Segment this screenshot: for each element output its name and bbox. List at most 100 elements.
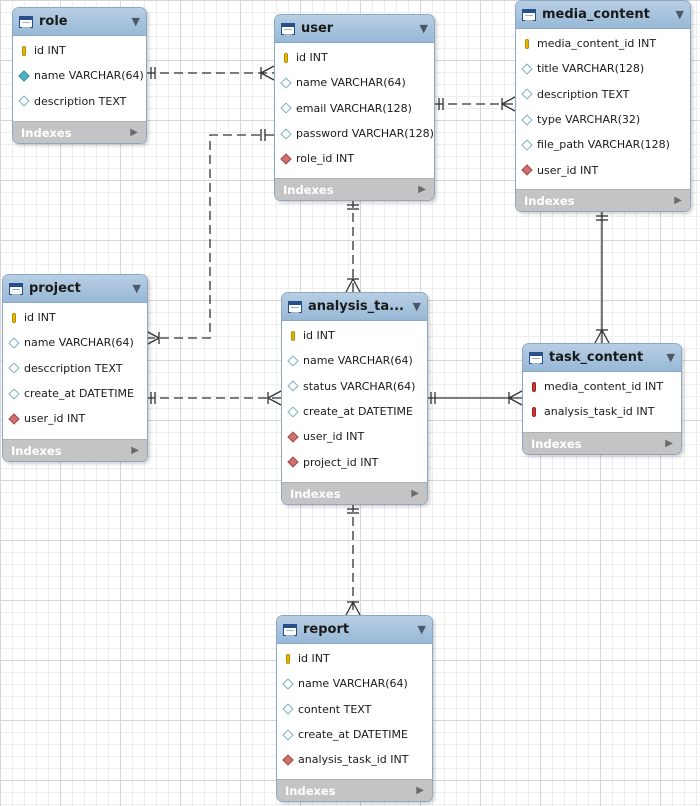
column-row[interactable]: name VARCHAR(64) bbox=[282, 348, 427, 373]
column-row[interactable]: name VARCHAR(64) bbox=[13, 63, 146, 88]
column-row[interactable]: id INT bbox=[282, 323, 427, 348]
column-row[interactable]: create_at DATETIME bbox=[3, 381, 147, 406]
column-icon bbox=[283, 730, 293, 740]
column-label: name VARCHAR(64) bbox=[298, 677, 408, 691]
expand-arrow-icon[interactable]: ▶ bbox=[416, 785, 424, 796]
indexes-footer[interactable]: Indexes ▶ bbox=[523, 432, 681, 454]
column-row[interactable]: name VARCHAR(64) bbox=[3, 330, 147, 355]
column-label: analysis_task_id INT bbox=[544, 405, 655, 419]
entity-analysis-task[interactable]: analysis_ta... ▼ id INT name VARCHAR(64)… bbox=[281, 292, 428, 505]
rel-analysis-task-report[interactable] bbox=[345, 503, 361, 616]
collapse-icon[interactable]: ▼ bbox=[131, 15, 140, 28]
collapse-icon[interactable]: ▼ bbox=[675, 8, 684, 21]
entity-header[interactable]: role ▼ bbox=[13, 8, 146, 36]
entity-header[interactable]: report ▼ bbox=[277, 616, 432, 644]
rel-user-media-content[interactable] bbox=[434, 96, 516, 112]
column-label: media_content_id INT bbox=[544, 380, 664, 394]
rel-user-analysis-task[interactable] bbox=[345, 199, 361, 293]
column-row[interactable]: create_at DATETIME bbox=[282, 399, 427, 424]
foreign-key-icon bbox=[288, 457, 298, 467]
rel-role-user[interactable] bbox=[146, 65, 275, 81]
column-icon bbox=[283, 704, 293, 714]
column-row[interactable]: file_path VARCHAR(128) bbox=[516, 132, 690, 157]
entity-title: role bbox=[39, 14, 68, 29]
column-row[interactable]: password VARCHAR(128) bbox=[275, 121, 434, 146]
column-row[interactable]: id INT bbox=[13, 38, 146, 63]
entity-title: task_content bbox=[549, 350, 644, 365]
primary-key-icon bbox=[283, 654, 293, 664]
column-label: description TEXT bbox=[537, 87, 630, 101]
entity-user[interactable]: user ▼ id INT name VARCHAR(64) email VAR… bbox=[274, 14, 435, 201]
column-row[interactable]: analysis_task_id INT bbox=[523, 399, 681, 424]
rel-analysis-task-task-content[interactable] bbox=[426, 390, 523, 406]
column-row[interactable]: id INT bbox=[277, 646, 432, 671]
column-row[interactable]: title VARCHAR(128) bbox=[516, 56, 690, 81]
column-row[interactable]: create_at DATETIME bbox=[277, 722, 432, 747]
indexes-footer[interactable]: Indexes ▶ bbox=[516, 189, 690, 211]
column-row[interactable]: user_id INT bbox=[516, 157, 690, 182]
collapse-icon[interactable]: ▼ bbox=[666, 351, 675, 364]
column-row[interactable]: user_id INT bbox=[282, 424, 427, 449]
indexes-footer[interactable]: Indexes ▶ bbox=[3, 439, 147, 461]
column-label: name VARCHAR(64) bbox=[296, 76, 406, 90]
column-row[interactable]: user_id INT bbox=[3, 406, 147, 431]
column-row[interactable]: media_content_id INT bbox=[516, 31, 690, 56]
column-row[interactable]: description TEXT bbox=[516, 82, 690, 107]
table-icon bbox=[522, 8, 536, 21]
entity-task-content[interactable]: task_content ▼ media_content_id INT anal… bbox=[522, 343, 682, 455]
entity-role[interactable]: role ▼ id INT name VARCHAR(64) descripti… bbox=[12, 7, 147, 144]
column-row[interactable]: analysis_task_id INT bbox=[277, 747, 432, 772]
column-row[interactable]: id INT bbox=[3, 305, 147, 330]
column-label: name VARCHAR(64) bbox=[34, 69, 144, 83]
collapse-icon[interactable]: ▼ bbox=[419, 22, 428, 35]
indexes-footer[interactable]: Indexes ▶ bbox=[282, 482, 427, 504]
indexes-footer[interactable]: Indexes ▶ bbox=[277, 779, 432, 801]
entity-header[interactable]: user ▼ bbox=[275, 15, 434, 43]
column-row[interactable]: role_id INT bbox=[275, 146, 434, 171]
entity-media-content[interactable]: media_content ▼ media_content_id INT tit… bbox=[515, 0, 691, 212]
column-row[interactable]: name VARCHAR(64) bbox=[277, 671, 432, 696]
column-label: type VARCHAR(32) bbox=[537, 113, 641, 127]
indexes-footer[interactable]: Indexes ▶ bbox=[275, 178, 434, 200]
foreign-key-icon bbox=[522, 165, 532, 175]
column-row[interactable]: content TEXT bbox=[277, 697, 432, 722]
column-label: user_id INT bbox=[537, 163, 599, 177]
column-row[interactable]: type VARCHAR(32) bbox=[516, 107, 690, 132]
column-label: user_id INT bbox=[24, 412, 86, 426]
indexes-footer[interactable]: Indexes ▶ bbox=[13, 121, 146, 143]
expand-arrow-icon[interactable]: ▶ bbox=[130, 127, 138, 138]
column-icon bbox=[283, 679, 293, 689]
expand-arrow-icon[interactable]: ▶ bbox=[418, 184, 426, 195]
rel-user-project[interactable] bbox=[145, 129, 274, 346]
column-row[interactable]: status VARCHAR(64) bbox=[282, 374, 427, 399]
column-label: file_path VARCHAR(128) bbox=[537, 138, 670, 152]
primary-foreign-key-icon bbox=[529, 382, 539, 392]
column-label: name VARCHAR(64) bbox=[24, 336, 134, 350]
expand-arrow-icon[interactable]: ▶ bbox=[674, 195, 682, 206]
entity-header[interactable]: analysis_ta... ▼ bbox=[282, 293, 427, 321]
rel-media-content-task-content[interactable] bbox=[594, 210, 610, 344]
entity-header[interactable]: task_content ▼ bbox=[523, 344, 681, 372]
collapse-icon[interactable]: ▼ bbox=[412, 300, 421, 313]
entity-header[interactable]: media_content ▼ bbox=[516, 1, 690, 29]
expand-arrow-icon[interactable]: ▶ bbox=[665, 438, 673, 449]
entity-project[interactable]: project ▼ id INT name VARCHAR(64) desccr… bbox=[2, 274, 148, 462]
entity-header[interactable]: project ▼ bbox=[3, 275, 147, 303]
column-label: project_id INT bbox=[303, 455, 379, 469]
column-row[interactable]: desccription TEXT bbox=[3, 356, 147, 381]
collapse-icon[interactable]: ▼ bbox=[132, 282, 141, 295]
entity-report[interactable]: report ▼ id INT name VARCHAR(64) content… bbox=[276, 615, 433, 802]
collapse-icon[interactable]: ▼ bbox=[417, 623, 426, 636]
column-row[interactable]: project_id INT bbox=[282, 449, 427, 474]
column-label: media_content_id INT bbox=[537, 37, 657, 51]
rel-project-analysis-task[interactable] bbox=[146, 390, 282, 406]
column-row[interactable]: id INT bbox=[275, 45, 434, 70]
column-icon bbox=[288, 381, 298, 391]
column-row[interactable]: name VARCHAR(64) bbox=[275, 70, 434, 95]
column-label: name VARCHAR(64) bbox=[303, 354, 413, 368]
column-row[interactable]: media_content_id INT bbox=[523, 374, 681, 399]
expand-arrow-icon[interactable]: ▶ bbox=[131, 445, 139, 456]
column-row[interactable]: email VARCHAR(128) bbox=[275, 96, 434, 121]
column-row[interactable]: description TEXT bbox=[13, 89, 146, 114]
expand-arrow-icon[interactable]: ▶ bbox=[411, 488, 419, 499]
